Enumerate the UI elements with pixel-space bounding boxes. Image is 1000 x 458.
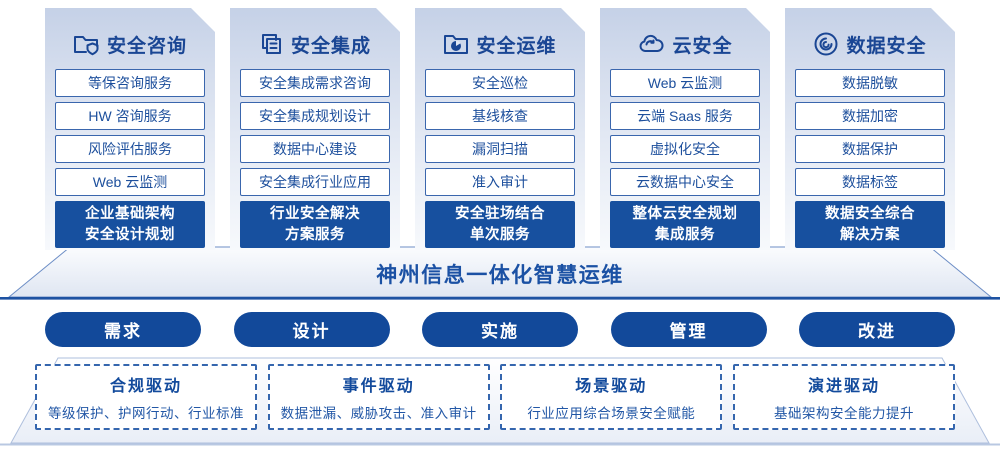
driver-title: 事件驱动 bbox=[342, 378, 415, 395]
card-title: 安全咨询 bbox=[106, 35, 187, 57]
folder-shield-icon bbox=[73, 32, 100, 56]
footer-line: 整体云安全规划 bbox=[632, 206, 738, 223]
step-pill-management: 管理 bbox=[610, 312, 767, 347]
card-security-operations: 安全运维 安全巡检 基线核查 漏洞扫描 准入审计 安全驻场结合 单次服务 bbox=[415, 8, 585, 250]
footer-line: 数据安全综合 bbox=[825, 206, 915, 223]
card-data-security: 数据安全 数据脱敏 数据加密 数据保护 数据标签 数据安全综合 解决方案 bbox=[785, 8, 955, 250]
footer-line: 行业安全解决 bbox=[270, 206, 360, 223]
footer-line: 解决方案 bbox=[840, 226, 900, 243]
driver-desc: 基础架构安全能力提升 bbox=[773, 406, 914, 421]
step-pill-implementation: 实施 bbox=[422, 312, 578, 347]
card-header: 数据安全 bbox=[785, 29, 955, 59]
card-header: 安全运维 bbox=[415, 29, 585, 59]
card-header: 安全集成 bbox=[230, 29, 400, 59]
driver-title: 场景驱动 bbox=[575, 378, 648, 395]
service-item: HW 咨询服务 bbox=[55, 102, 205, 130]
card-footer: 安全驻场结合 单次服务 bbox=[425, 201, 575, 248]
stacked-documents-icon bbox=[259, 32, 284, 56]
process-steps-row: 需求 设计 实施 管理 改进 bbox=[45, 312, 955, 347]
card-security-consulting: 安全咨询 等保咨询服务 HW 咨询服务 风险评估服务 Web 云监测 企业基础架… bbox=[45, 8, 215, 250]
cloud-sync-icon bbox=[637, 32, 665, 56]
service-item: 数据标签 bbox=[795, 168, 945, 196]
service-item: 安全集成需求咨询 bbox=[240, 69, 390, 97]
footer-line: 方案服务 bbox=[285, 226, 345, 243]
service-item: 漏洞扫描 bbox=[425, 135, 575, 163]
card-footer: 企业基础架构 安全设计规划 bbox=[55, 201, 205, 248]
banner-platform-shape bbox=[0, 246, 1000, 300]
card-footer: 数据安全综合 解决方案 bbox=[795, 201, 945, 248]
driver-incident: 事件驱动 数据泄漏、威胁攻击、准入审计 bbox=[267, 364, 490, 430]
driver-desc: 数据泄漏、威胁攻击、准入审计 bbox=[280, 406, 477, 421]
service-item: 数据中心建设 bbox=[240, 135, 390, 163]
service-item: 安全集成行业应用 bbox=[240, 168, 390, 196]
card-cloud-security: 云安全 Web 云监测 云端 Saas 服务 虚拟化安全 云数据中心安全 整体云… bbox=[600, 8, 770, 250]
footer-line: 单次服务 bbox=[470, 226, 530, 243]
driver-compliance: 合规驱动 等级保护、护网行动、行业标准 bbox=[35, 364, 257, 430]
footer-line: 安全设计规划 bbox=[85, 226, 175, 243]
fingerprint-circle-icon bbox=[813, 31, 839, 57]
footer-line: 企业基础架构 bbox=[85, 206, 175, 223]
card-title: 安全集成 bbox=[290, 35, 371, 57]
service-item: 安全巡检 bbox=[425, 69, 575, 97]
card-footer: 行业安全解决 方案服务 bbox=[240, 201, 390, 248]
service-item: 准入审计 bbox=[425, 168, 575, 196]
card-title: 云安全 bbox=[672, 35, 733, 57]
driver-title: 合规驱动 bbox=[109, 378, 182, 395]
driver-evolution: 演进驱动 基础架构安全能力提升 bbox=[732, 364, 955, 430]
service-item: 云数据中心安全 bbox=[610, 168, 760, 196]
service-item: 风险评估服务 bbox=[55, 135, 205, 163]
footer-line: 集成服务 bbox=[655, 226, 715, 243]
step-pill-design: 设计 bbox=[233, 312, 390, 347]
drivers-row: 合规驱动 等级保护、护网行动、行业标准 事件驱动 数据泄漏、威胁攻击、准入审计 … bbox=[35, 364, 955, 430]
driver-scenario: 场景驱动 行业应用综合场景安全赋能 bbox=[500, 364, 723, 430]
card-title: 安全运维 bbox=[476, 35, 557, 57]
card-footer: 整体云安全规划 集成服务 bbox=[610, 201, 760, 248]
card-header: 云安全 bbox=[600, 29, 770, 59]
service-item: Web 云监测 bbox=[610, 69, 760, 97]
step-pill-requirements: 需求 bbox=[45, 312, 201, 347]
service-item: 安全集成规划设计 bbox=[240, 102, 390, 130]
footer-line: 安全驻场结合 bbox=[455, 206, 545, 223]
card-title: 数据安全 bbox=[846, 35, 927, 57]
service-item: 基线核查 bbox=[425, 102, 575, 130]
step-pill-improvement: 改进 bbox=[799, 312, 955, 347]
folder-pie-icon bbox=[443, 32, 469, 56]
service-item: 等保咨询服务 bbox=[55, 69, 205, 97]
driver-title: 演进驱动 bbox=[807, 378, 880, 395]
service-item: Web 云监测 bbox=[55, 168, 205, 196]
service-item: 数据脱敏 bbox=[795, 69, 945, 97]
banner-title: 神州信息一体化智慧运维 bbox=[376, 264, 624, 287]
service-item: 虚拟化安全 bbox=[610, 135, 760, 163]
card-security-integration: 安全集成 安全集成需求咨询 安全集成规划设计 数据中心建设 安全集成行业应用 行… bbox=[230, 8, 400, 250]
driver-desc: 等级保护、护网行动、行业标准 bbox=[48, 406, 244, 421]
service-item: 云端 Saas 服务 bbox=[610, 102, 760, 130]
service-item: 数据保护 bbox=[795, 135, 945, 163]
driver-desc: 行业应用综合场景安全赋能 bbox=[527, 406, 696, 421]
service-item: 数据加密 bbox=[795, 102, 945, 130]
card-header: 安全咨询 bbox=[45, 29, 215, 59]
